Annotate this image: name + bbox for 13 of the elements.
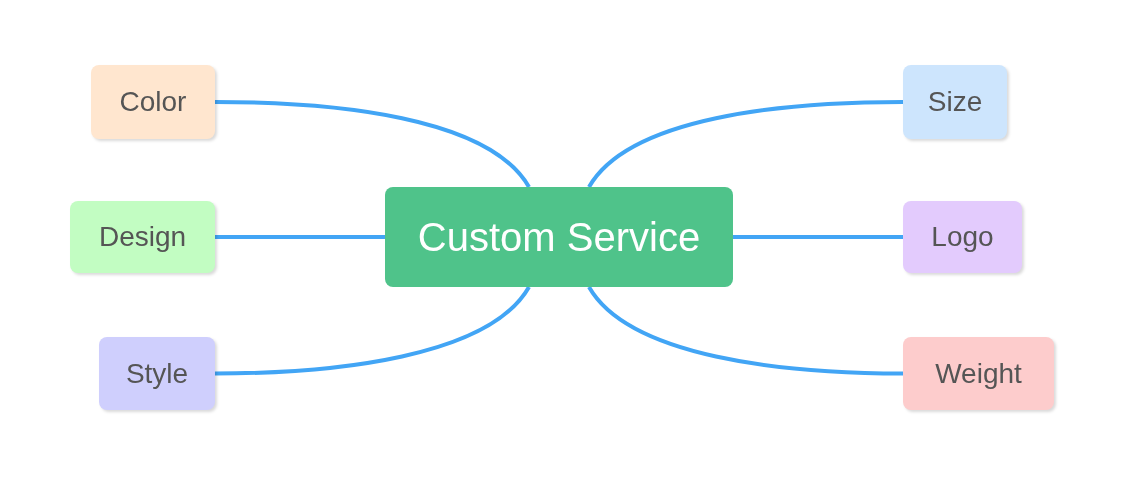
- subtopic-box: Design: [70, 201, 215, 273]
- subtopic-box: Size: [903, 65, 1007, 139]
- central-topic-box: Custom Service: [385, 187, 733, 287]
- connector-curve: [587, 100, 904, 189]
- subtopic-box: Color: [91, 65, 215, 139]
- subtopic-box: Weight: [903, 337, 1054, 410]
- connector-curve: [733, 235, 903, 239]
- connector-curve: [214, 285, 531, 376]
- connector-curve: [214, 100, 531, 189]
- connector-curve: [215, 235, 385, 239]
- subtopic-box: Logo: [903, 201, 1022, 273]
- connector-curve: [587, 285, 904, 376]
- subtopic-box: Style: [99, 337, 215, 410]
